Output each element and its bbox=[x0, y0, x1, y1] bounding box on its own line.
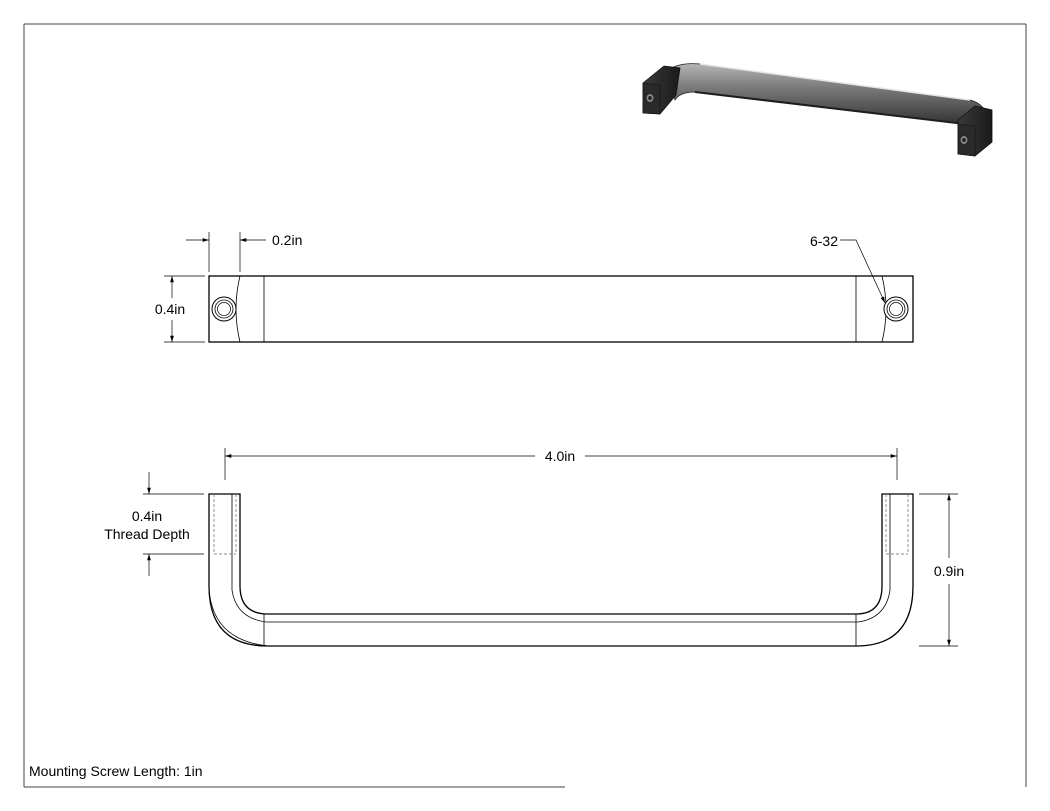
isometric-handle-render bbox=[642, 63, 993, 157]
dim-overall-length: 4.0in bbox=[224, 448, 898, 480]
dim-end-width: 0.2in bbox=[186, 232, 302, 272]
thread-callout: 6-32 bbox=[810, 233, 886, 304]
top-view-outline bbox=[208, 275, 914, 343]
end-width-label: 0.2in bbox=[272, 232, 302, 248]
mounting-screw-note: Mounting Screw Length: 1in bbox=[29, 763, 203, 779]
front-view: 4.0in 0.4in Thread Depth 0.9in bbox=[104, 448, 964, 647]
front-height-label: 0.9in bbox=[934, 563, 964, 579]
top-view: 0.2in 0.4in 6-32 bbox=[155, 232, 914, 343]
thread-depth-value: 0.4in bbox=[132, 508, 162, 524]
dim-thread-depth: 0.4in Thread Depth bbox=[104, 472, 204, 576]
top-height-label: 0.4in bbox=[155, 301, 185, 317]
front-view-outline bbox=[208, 493, 914, 647]
length-label: 4.0in bbox=[545, 448, 575, 464]
left-threaded-hole bbox=[211, 296, 237, 322]
thread-depth-caption: Thread Depth bbox=[104, 526, 190, 542]
dim-front-height: 0.9in bbox=[919, 493, 964, 647]
sheet-border bbox=[23, 23, 1027, 788]
thread-label: 6-32 bbox=[810, 233, 838, 249]
dim-top-height: 0.4in bbox=[155, 275, 205, 343]
right-threaded-hole bbox=[883, 296, 909, 322]
